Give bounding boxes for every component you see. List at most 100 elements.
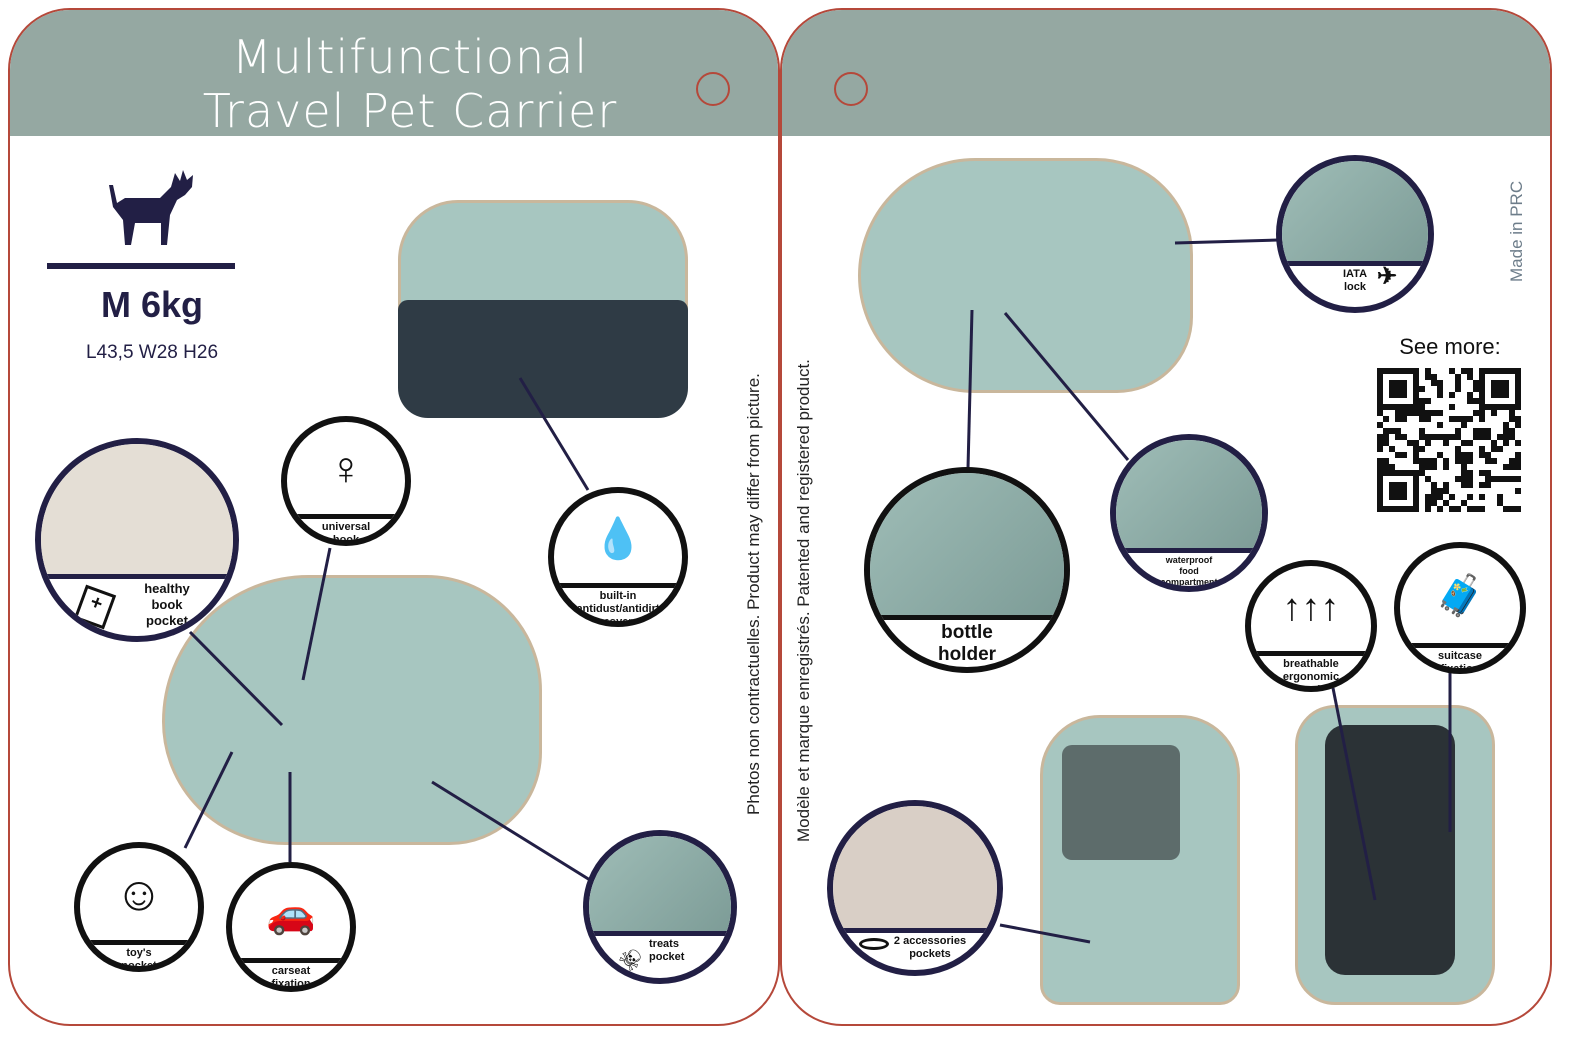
qr-module bbox=[1401, 500, 1407, 506]
qr-module bbox=[1419, 398, 1425, 404]
see-more-label: See more: bbox=[1399, 334, 1501, 359]
qr-module bbox=[1443, 398, 1449, 404]
qr-module bbox=[1491, 428, 1497, 434]
qr-module bbox=[1509, 410, 1515, 416]
qr-module bbox=[1413, 464, 1419, 470]
qr-module bbox=[1431, 476, 1437, 482]
qr-module bbox=[1455, 452, 1461, 458]
qr-module bbox=[1467, 398, 1473, 404]
qr-module bbox=[1479, 422, 1485, 428]
qr-module bbox=[1407, 470, 1413, 476]
qr-module bbox=[1377, 422, 1383, 428]
qr-module bbox=[1503, 368, 1509, 374]
qr-module bbox=[1467, 422, 1473, 428]
qr-module bbox=[1497, 488, 1503, 494]
qr-module bbox=[1479, 410, 1485, 416]
qr-module bbox=[1419, 506, 1425, 512]
qr-module bbox=[1437, 374, 1443, 380]
qr-module bbox=[1491, 452, 1497, 458]
qr-module bbox=[1461, 482, 1467, 488]
qr-module bbox=[1497, 386, 1503, 392]
qr-module bbox=[1377, 500, 1383, 506]
qr-module bbox=[1377, 428, 1383, 434]
qr-module bbox=[1389, 386, 1395, 392]
qr-module bbox=[1377, 410, 1383, 416]
qr-module bbox=[1509, 458, 1515, 464]
backpack-back-panel bbox=[1325, 725, 1455, 975]
qr-module bbox=[1455, 386, 1461, 392]
qr-module bbox=[1407, 452, 1413, 458]
qr-code[interactable] bbox=[1377, 368, 1521, 512]
qr-module bbox=[1383, 410, 1389, 416]
qr-module bbox=[1485, 452, 1491, 458]
qr-module bbox=[1467, 380, 1473, 386]
qr-module bbox=[1395, 470, 1401, 476]
qr-module bbox=[1389, 434, 1395, 440]
qr-module bbox=[1455, 428, 1461, 434]
qr-module bbox=[1401, 404, 1407, 410]
qr-module bbox=[1395, 392, 1401, 398]
qr-module bbox=[1503, 482, 1509, 488]
qr-module bbox=[1479, 464, 1485, 470]
qr-module bbox=[1491, 464, 1497, 470]
qr-module bbox=[1389, 440, 1395, 446]
qr-module bbox=[1443, 476, 1449, 482]
qr-module bbox=[1467, 464, 1473, 470]
qr-module bbox=[1383, 440, 1389, 446]
qr-module bbox=[1485, 440, 1491, 446]
qr-module bbox=[1509, 470, 1515, 476]
qr-module bbox=[1395, 488, 1401, 494]
qr-module bbox=[1473, 464, 1479, 470]
qr-module bbox=[1431, 380, 1437, 386]
qr-module bbox=[1509, 380, 1515, 386]
qr-module bbox=[1395, 386, 1401, 392]
qr-module bbox=[1395, 506, 1401, 512]
qr-module bbox=[1383, 416, 1389, 422]
qr-module bbox=[1503, 464, 1509, 470]
qr-module bbox=[1455, 392, 1461, 398]
qr-module bbox=[1413, 446, 1419, 452]
qr-module bbox=[1413, 506, 1419, 512]
qr-module bbox=[1413, 434, 1419, 440]
qr-module bbox=[1413, 482, 1419, 488]
qr-module bbox=[1455, 434, 1461, 440]
qr-module bbox=[1413, 452, 1419, 458]
qr-module bbox=[1383, 422, 1389, 428]
qr-module bbox=[1437, 458, 1443, 464]
qr-module bbox=[1407, 422, 1413, 428]
qr-module bbox=[1479, 494, 1485, 500]
qr-module bbox=[1431, 398, 1437, 404]
qr-module bbox=[1419, 446, 1425, 452]
qr-module bbox=[1491, 374, 1497, 380]
qr-module bbox=[1467, 452, 1473, 458]
car-seatbelt-icon: 🚗 bbox=[266, 891, 316, 936]
qr-module bbox=[1503, 380, 1509, 386]
qr-module bbox=[1413, 428, 1419, 434]
qr-module bbox=[1485, 470, 1491, 476]
airplane-icon: ✈ bbox=[1377, 263, 1398, 290]
qr-module bbox=[1437, 392, 1443, 398]
qr-module bbox=[1413, 380, 1419, 386]
qr-module bbox=[1377, 446, 1383, 452]
qr-module bbox=[1491, 422, 1497, 428]
qr-module bbox=[1395, 428, 1401, 434]
qr-module bbox=[1473, 386, 1479, 392]
qr-module bbox=[1455, 446, 1461, 452]
qr-module bbox=[1509, 386, 1515, 392]
qr-module bbox=[1401, 422, 1407, 428]
backpack-mesh bbox=[1062, 745, 1180, 860]
qr-module bbox=[1479, 458, 1485, 464]
qr-module bbox=[1407, 434, 1413, 440]
qr-module bbox=[1503, 446, 1509, 452]
qr-module bbox=[1389, 452, 1395, 458]
qr-module bbox=[1401, 410, 1407, 416]
qr-module bbox=[1455, 482, 1461, 488]
qr-module bbox=[1515, 428, 1521, 434]
qr-module bbox=[1503, 440, 1509, 446]
qr-module bbox=[1473, 446, 1479, 452]
qr-module bbox=[1437, 470, 1443, 476]
qr-module bbox=[1515, 488, 1521, 494]
